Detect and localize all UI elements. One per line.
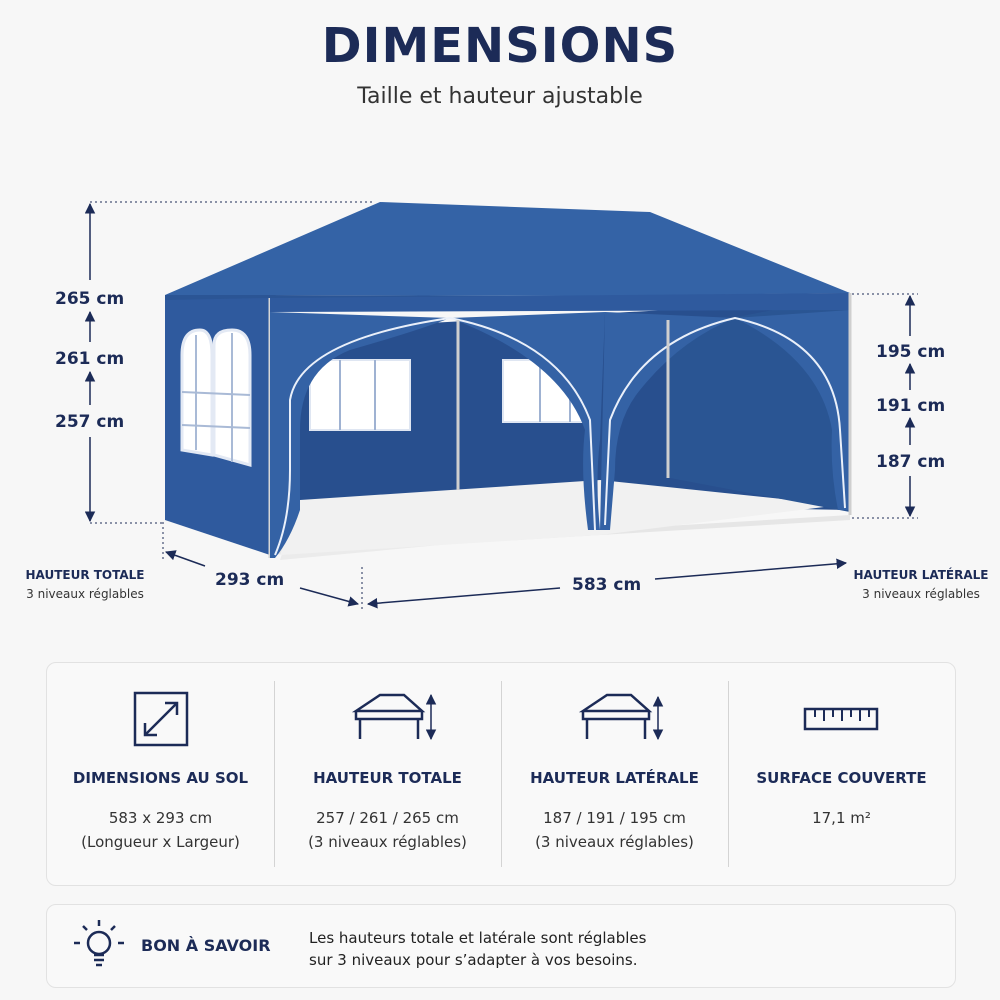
tip-panel: BON À SAVOIR Les hauteurs totale et laté…	[46, 904, 956, 988]
total-height-261: 261 cm	[55, 349, 124, 369]
front-curtain-1	[270, 312, 450, 558]
right-caption-sub: 3 niveaux réglables	[862, 587, 980, 601]
right-caption: HAUTEUR LATÉRALE 3 niveaux réglables	[846, 568, 996, 601]
front-curtain-2	[450, 312, 605, 530]
spec-title: HAUTEUR LATÉRALE	[530, 769, 699, 787]
spec-value: 17,1 m²	[812, 809, 871, 827]
front-curtain-3	[600, 312, 735, 530]
tip-text-line2: sur 3 niveaux pour s’adapter à vos besoi…	[309, 951, 638, 969]
spec-value: 583 x 293 cm	[108, 809, 213, 827]
left-caption: HAUTEUR TOTALE 3 niveaux réglables	[10, 568, 160, 601]
width-293: 293 cm	[215, 570, 284, 590]
page-subtitle: Taille et hauteur ajustable	[357, 84, 643, 109]
spec-note: (Longueur x Largeur)	[81, 833, 240, 851]
spec-covered-area: SURFACE COUVERTE 17,1 m²	[728, 663, 955, 885]
tent-roof	[165, 202, 850, 296]
ruler-icon	[803, 707, 879, 731]
tent-total-height-icon	[351, 693, 437, 741]
spec-side-height: HAUTEUR LATÉRALE 187 / 191 / 195 cm (3 n…	[501, 663, 728, 885]
side-height-195: 195 cm	[876, 342, 945, 362]
specs-panel: DIMENSIONS AU SOL 583 x 293 cm (Longueur…	[46, 662, 956, 886]
front-curtain-4	[735, 310, 850, 510]
left-caption-sub: 3 niveaux réglables	[26, 587, 144, 601]
lightbulb-icon	[74, 920, 124, 967]
tent-floor	[280, 480, 840, 555]
spec-total-height: HAUTEUR TOTALE 257 / 261 / 265 cm (3 niv…	[274, 663, 501, 885]
right-caption-title: HAUTEUR LATÉRALE	[853, 568, 989, 582]
spec-note: (3 niveaux réglables)	[308, 833, 467, 851]
tip-text-line1: Les hauteurs totale et latérale sont rég…	[309, 929, 647, 947]
spec-value: 187 / 191 / 195 cm	[543, 809, 686, 827]
length-583: 583 cm	[572, 575, 641, 595]
total-height-257: 257 cm	[55, 412, 124, 432]
dimension-lines	[84, 201, 918, 612]
tent-side-height-icon	[578, 693, 664, 741]
page-title: DIMENSIONS	[321, 18, 679, 74]
left-caption-title: HAUTEUR TOTALE	[25, 568, 145, 582]
total-height-265: 265 cm	[55, 289, 124, 309]
side-height-187: 187 cm	[876, 452, 945, 472]
tip-title: BON À SAVOIR	[141, 936, 271, 955]
spec-value: 257 / 261 / 265 cm	[316, 809, 459, 827]
tent	[165, 202, 852, 558]
spec-title: SURFACE COUVERTE	[756, 769, 927, 787]
spec-title: DIMENSIONS AU SOL	[72, 769, 249, 787]
side-height-191: 191 cm	[876, 396, 945, 416]
diagonal-arrow-icon	[133, 691, 189, 747]
tent-illustration: 265 cm 261 cm 257 cm 195 cm 191 cm 187 c…	[55, 201, 945, 612]
spec-ground-dimensions: DIMENSIONS AU SOL 583 x 293 cm (Longueur…	[47, 663, 274, 885]
spec-title: HAUTEUR TOTALE	[313, 769, 462, 787]
spec-note: (3 niveaux réglables)	[535, 833, 694, 851]
